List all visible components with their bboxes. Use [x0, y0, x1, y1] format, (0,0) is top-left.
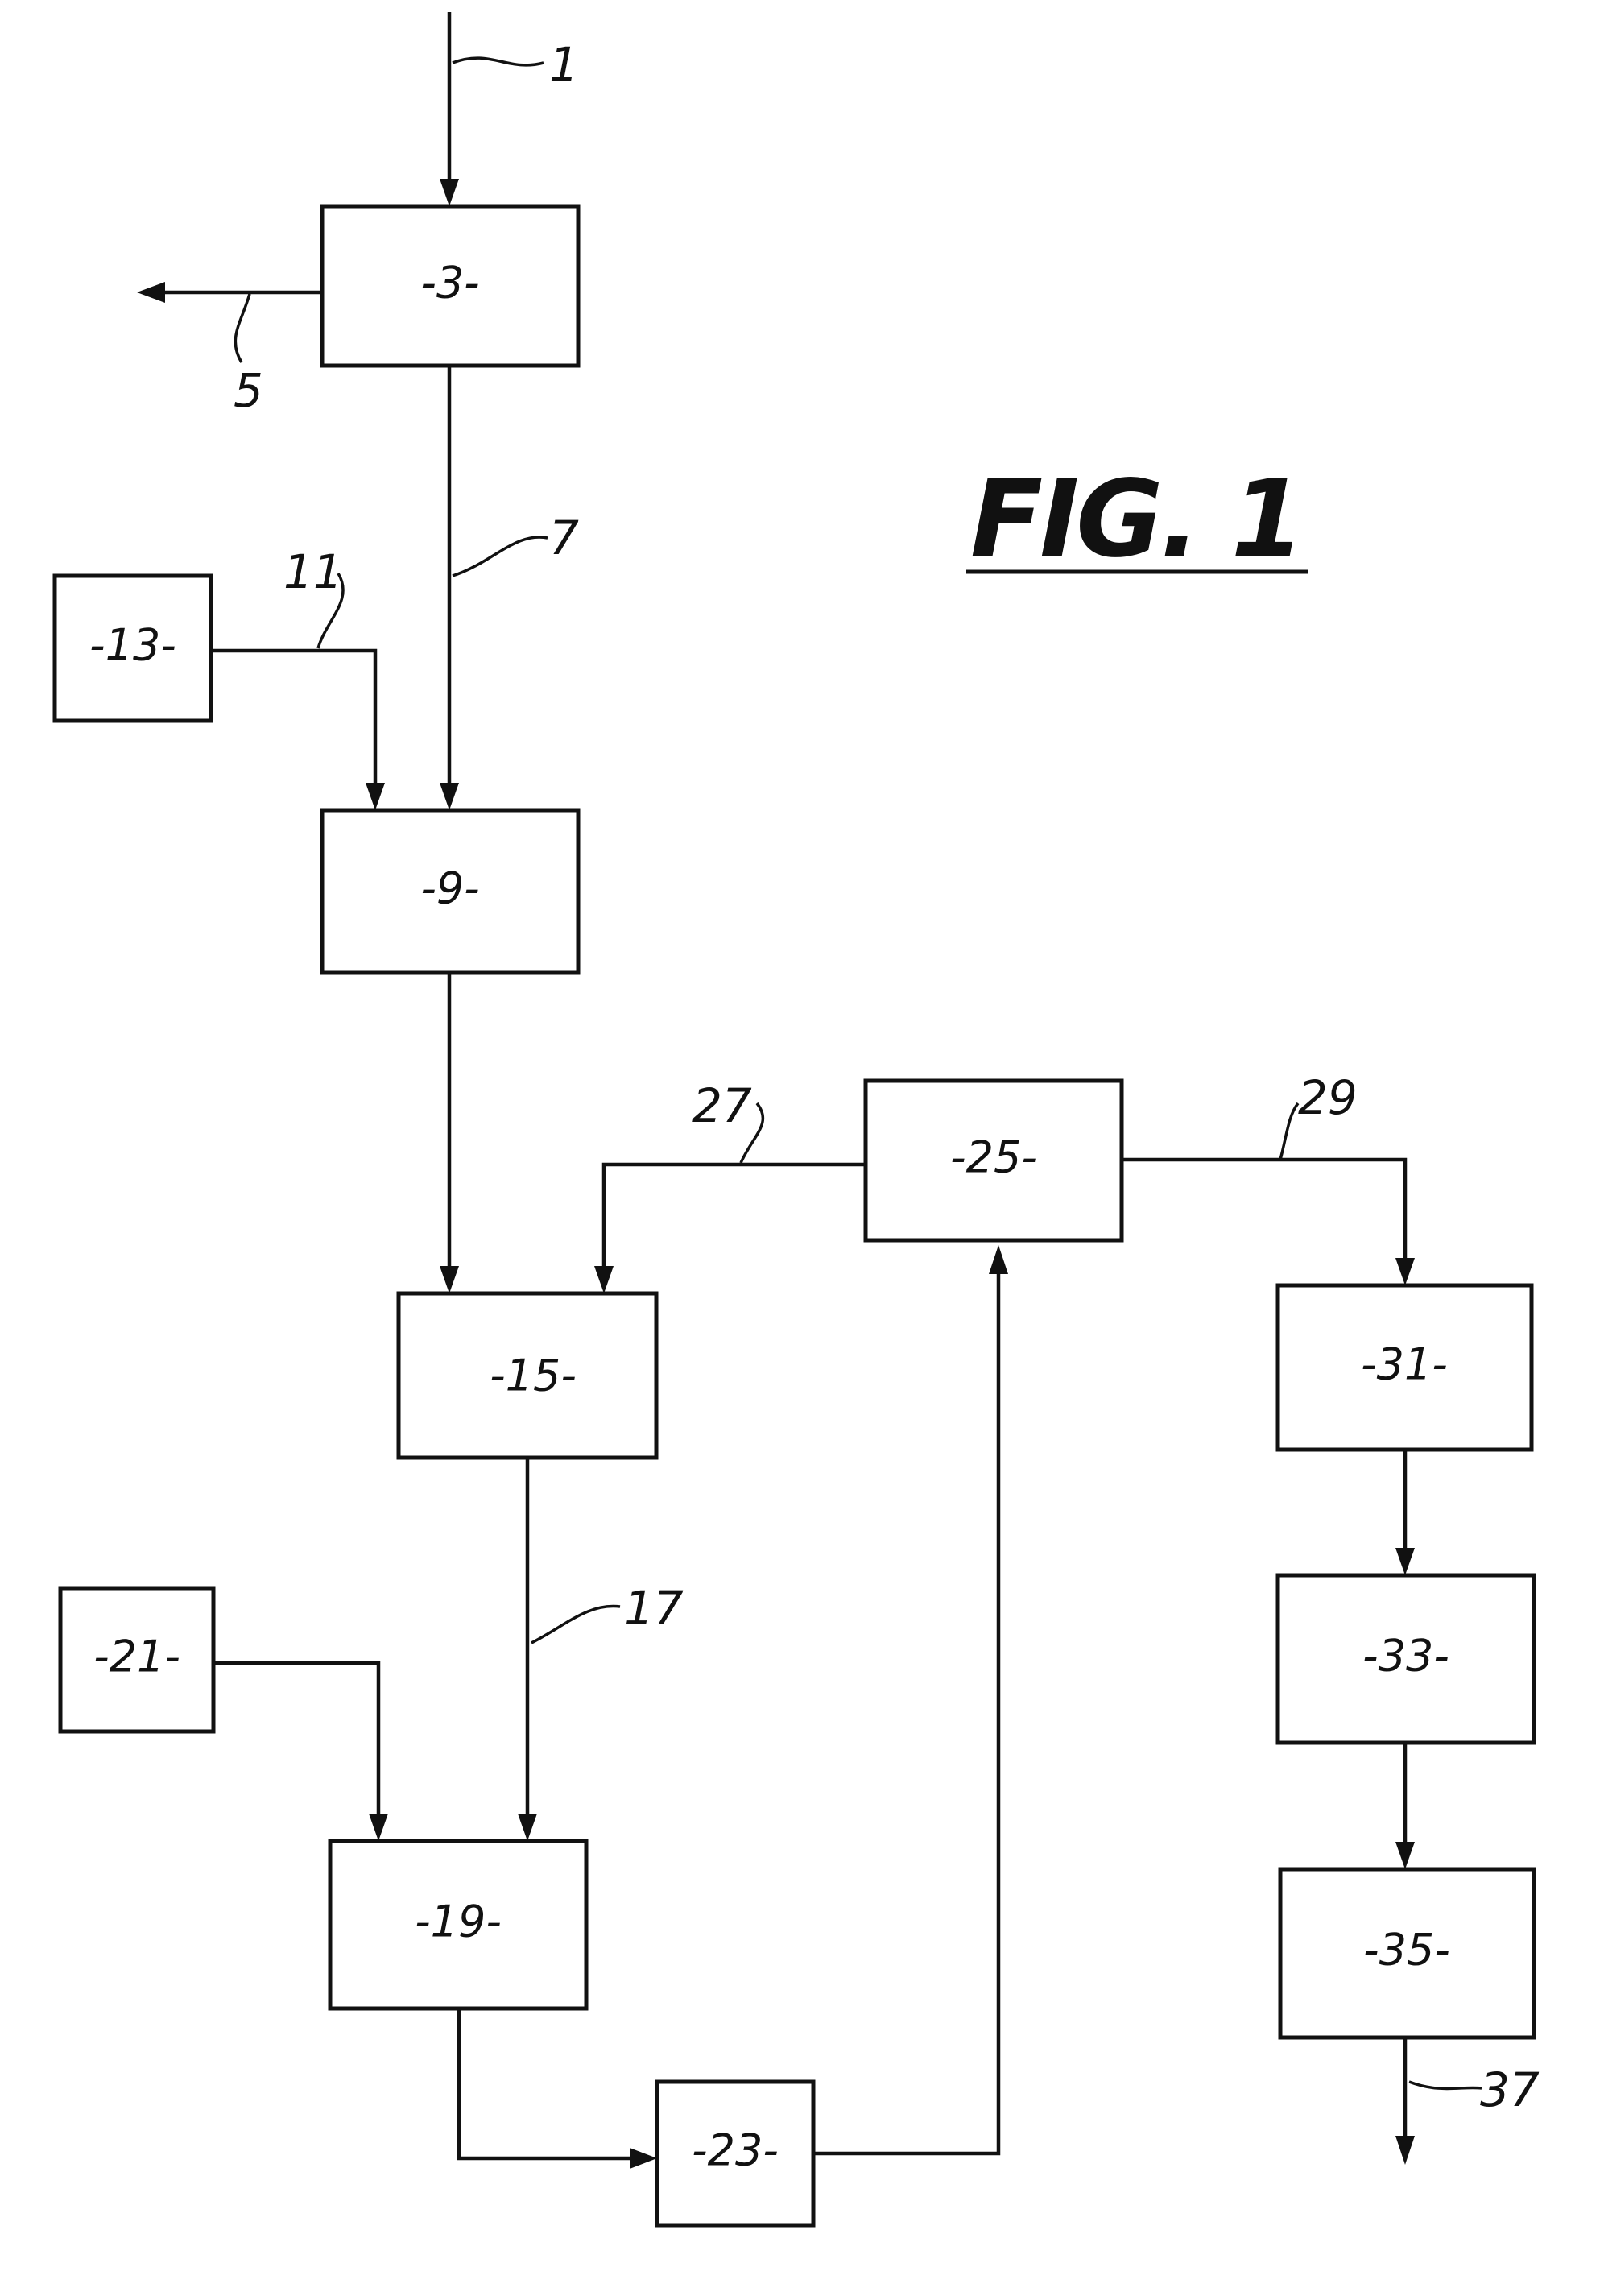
box-25: -25- — [866, 1081, 1122, 1240]
box-31-label: -31- — [1361, 1339, 1448, 1390]
stream-29-arrowhead — [1395, 1258, 1415, 1285]
figure-title: FIG. 1 — [970, 457, 1302, 581]
stream-5-arrowhead — [137, 282, 165, 303]
box-23: -23- — [657, 2082, 813, 2225]
box-21-label: -21- — [93, 1632, 180, 1682]
stream-1-arrowhead — [440, 179, 459, 206]
ref-17-leader — [531, 1606, 620, 1643]
stream-33-35-arrowhead — [1395, 1842, 1415, 1869]
stream-21-19-line — [213, 1663, 378, 1820]
box-19: -19- — [330, 1841, 586, 2008]
box-19-label: -19- — [415, 1897, 502, 1947]
stream-23-25-line — [813, 1272, 998, 2153]
box-35-label: -35- — [1363, 1925, 1450, 1975]
ref-7: 7 — [549, 511, 579, 565]
box-15-label: -15- — [490, 1351, 577, 1401]
ref-5: 5 — [234, 363, 263, 418]
stream-11-arrowhead — [366, 783, 385, 810]
ref-37: 37 — [1480, 2062, 1540, 2117]
ref-7-leader — [453, 537, 548, 576]
stream-31-33-arrowhead — [1395, 1548, 1415, 1575]
stream-27-line — [604, 1165, 866, 1272]
ref-17: 17 — [624, 1581, 684, 1636]
stream-37-arrowhead — [1395, 2136, 1415, 2165]
ref-29: 29 — [1298, 1070, 1358, 1125]
box-31: -31- — [1278, 1285, 1532, 1450]
ref-1: 1 — [549, 37, 579, 92]
ref-27: 27 — [692, 1078, 752, 1133]
box-9: -9- — [322, 810, 578, 973]
box-23-label: -23- — [692, 2125, 779, 2176]
stream-27-arrowhead — [594, 1266, 614, 1293]
stream-23-25-arrowhead — [989, 1245, 1008, 1274]
box-15: -15- — [399, 1293, 656, 1458]
stream-7-arrowhead — [440, 783, 459, 810]
box-21: -21- — [60, 1588, 213, 1731]
stream-17-arrowhead — [518, 1814, 537, 1841]
box-3: -3- — [322, 206, 578, 366]
stream-21-19-arrowhead — [369, 1814, 388, 1841]
figure-title-group: FIG. 1 — [966, 457, 1308, 581]
ref-29-leader — [1280, 1103, 1298, 1160]
box-3-label: -3- — [420, 258, 479, 308]
stream-19-23-arrowhead — [630, 2148, 657, 2169]
box-35: -35- — [1280, 1869, 1534, 2037]
ref-11: 11 — [283, 544, 343, 599]
stream-9-15-arrowhead — [440, 1266, 459, 1293]
ref-37-leader — [1409, 2082, 1482, 2089]
box-33: -33- — [1278, 1575, 1534, 1743]
ref-1-leader — [453, 58, 544, 65]
box-13: -13- — [55, 576, 211, 721]
box-25-label: -25- — [950, 1132, 1037, 1183]
box-9-label: -9- — [420, 863, 479, 914]
stream-11-line — [211, 651, 375, 789]
box-13-label: -13- — [89, 620, 176, 671]
ref-5-leader — [235, 294, 250, 362]
box-33-label: -33- — [1362, 1631, 1449, 1682]
stream-29-line — [1122, 1160, 1405, 1264]
stream-19-23-line — [459, 2008, 636, 2158]
